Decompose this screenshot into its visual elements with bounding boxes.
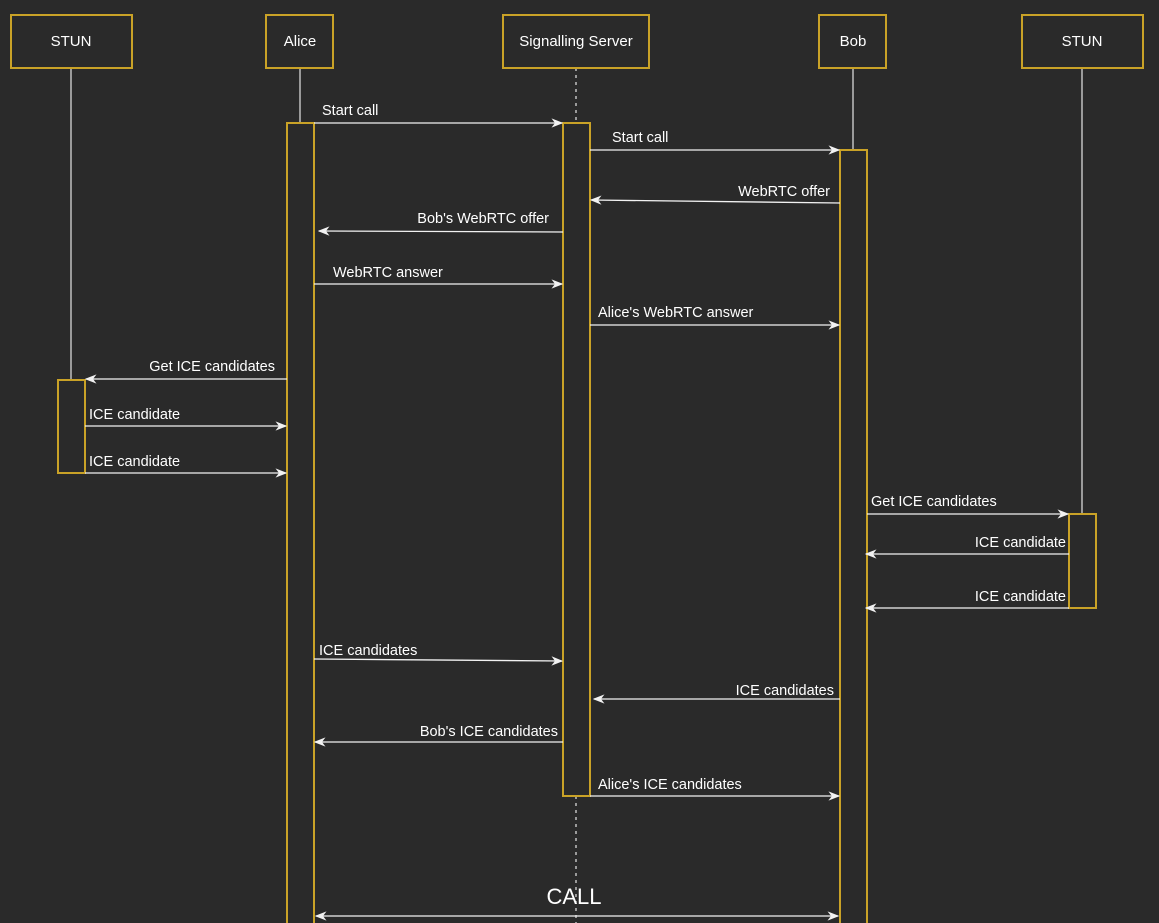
message-label: Bob's WebRTC offer [417,211,549,227]
participant-label: STUN [1062,33,1103,50]
participant-label: Signalling Server [519,33,632,50]
participant-stun-right: STUN [1021,14,1144,69]
message-label: ICE candidate [89,454,180,470]
activation-bob [839,149,868,923]
message-start-call-alice-to-server: Start call [314,103,564,128]
message-label: Alice's WebRTC answer [598,305,754,321]
message-label: Start call [612,130,668,146]
message-label: ICE candidate [89,407,180,423]
message-label: ICE candidate [975,535,1066,551]
message-ice-candidate-right-1: ICE candidate [864,535,1069,559]
message-label: WebRTC offer [738,184,830,200]
participant-signalling-server: Signalling Server [502,14,650,69]
message-get-ice-candidates-left: Get ICE candidates [84,359,287,384]
participant-alice: Alice [265,14,334,69]
message-label: ICE candidates [319,643,417,659]
participant-bob: Bob [818,14,887,69]
activation-stun-right [1068,513,1097,609]
message-label: Get ICE candidates [149,359,275,375]
message-label: Alice's ICE candidates [598,777,742,793]
message-label: ICE candidate [975,589,1066,605]
message-label: Get ICE candidates [871,494,997,510]
message-label: Start call [322,103,378,119]
message-ice-candidates-bob-to-server: ICE candidates [592,683,840,704]
participant-label: STUN [51,33,92,50]
message-webrtc-offer: WebRTC offer [589,184,841,205]
message-start-call-server-to-bob: Start call [590,130,841,155]
message-alices-webrtc-answer: Alice's WebRTC answer [590,305,841,330]
call-label: CALL [546,884,601,909]
message-label: ICE candidates [736,683,834,699]
participant-label: Bob [840,33,867,50]
message-alices-ice-candidates: Alice's ICE candidates [590,777,841,801]
message-get-ice-candidates-right: Get ICE candidates [867,494,1070,519]
activation-stun-left [57,379,86,474]
message-call: CALL [314,884,840,921]
participant-label: Alice [284,33,317,50]
message-label: Bob's ICE candidates [420,724,558,740]
message-ice-candidates-alice-to-server: ICE candidates [313,643,564,666]
activation-signalling-server [562,122,591,797]
message-bobs-ice-candidates: Bob's ICE candidates [313,724,563,747]
participant-stun-left: STUN [10,14,133,69]
message-ice-candidate-right-2: ICE candidate [864,589,1069,613]
message-bobs-webrtc-offer: Bob's WebRTC offer [317,211,564,236]
message-ice-candidate-left-1: ICE candidate [85,407,288,431]
activation-alice [286,122,315,923]
message-label: WebRTC answer [333,265,443,281]
message-ice-candidate-left-2: ICE candidate [85,454,288,478]
message-webrtc-answer: WebRTC answer [314,265,564,289]
